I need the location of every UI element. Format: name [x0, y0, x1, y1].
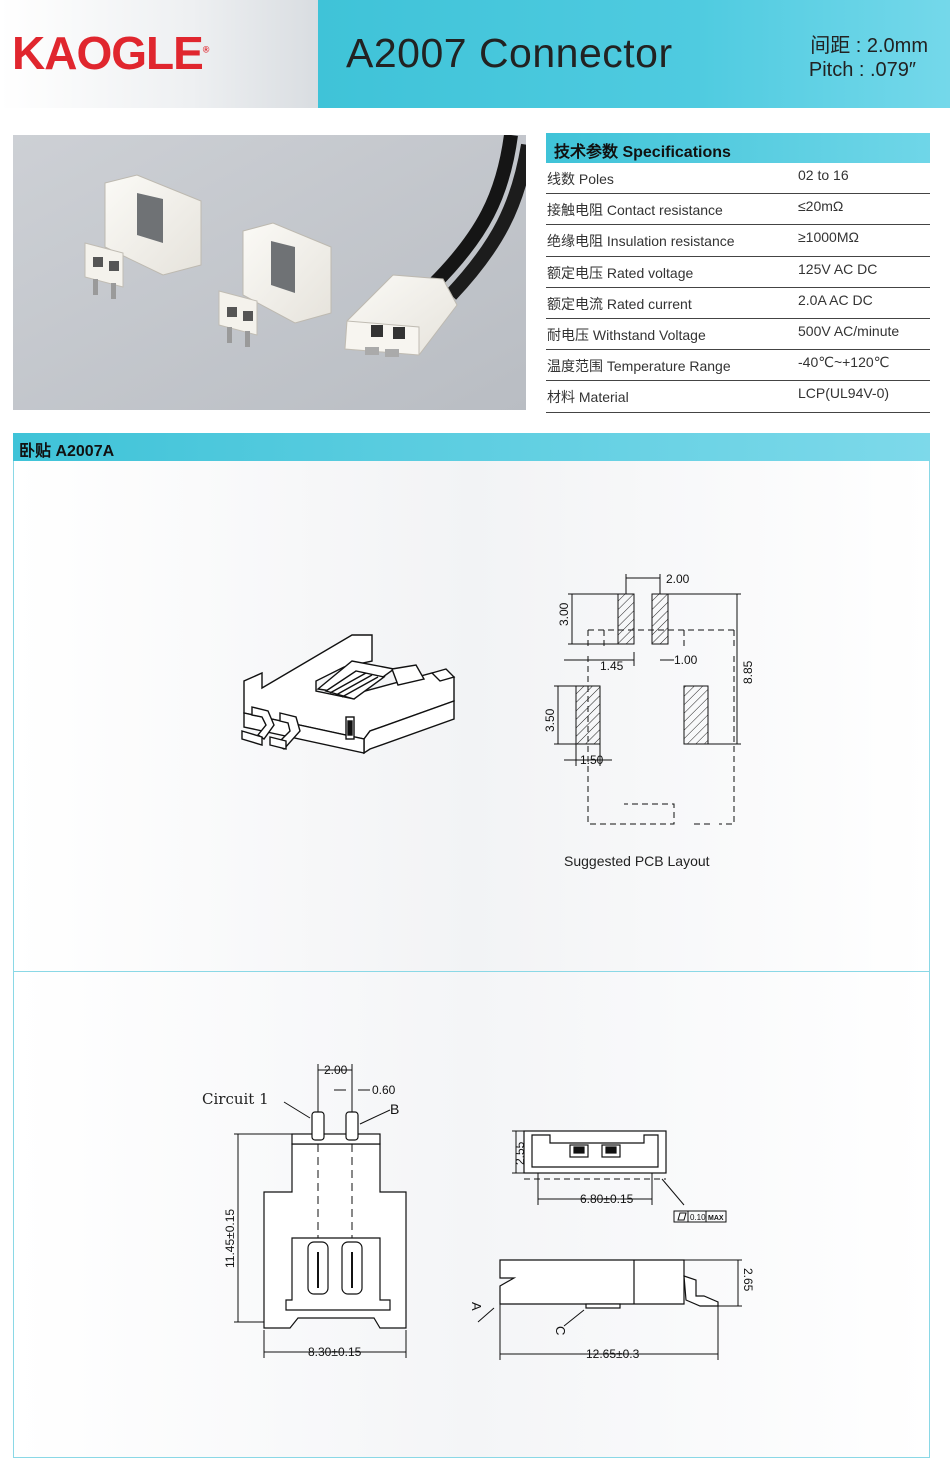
spec-value: 500V AC/minute [798, 322, 900, 339]
spec-value: 125V AC DC [798, 260, 878, 277]
spec-label: 材料 Material [547, 389, 629, 406]
front-view-drawing: 2.00 0.60 Circuit 1 B 11.45±0.15 8.30±0.… [202, 1063, 407, 1359]
title-banner: A2007 Connector 间距 : 2.0mm Pitch : .079″ [318, 0, 950, 108]
connector-photo-1 [84, 174, 202, 299]
brand-name: KAOGLE [12, 27, 204, 79]
dim-front-width: 8.30±0.15 [308, 1345, 362, 1359]
product-photo-illustration [13, 135, 526, 410]
spec-label: 线数 Poles [547, 171, 614, 187]
dim-overall-height: 8.85 [741, 660, 755, 684]
dim-side-length: 12.65±0.3 [586, 1347, 640, 1361]
dim-top-width: 6.80±0.15 [580, 1192, 634, 1206]
spec-row: 耐电压 Withstand Voltage 500V AC/minute [546, 319, 930, 351]
spec-value: -40℃~+120℃ [798, 354, 890, 371]
dim-pin-width: 0.60 [372, 1083, 396, 1097]
flatness-value: 0.10 [690, 1213, 706, 1222]
side-view-drawing: A C 2.65 12.65±0.3 [469, 1259, 755, 1361]
spec-row: 绝缘电阻 Insulation resistance ≥1000MΩ [546, 225, 930, 257]
spec-value: 02 to 16 [798, 167, 849, 183]
spec-label: 耐电压 Withstand Voltage [547, 326, 706, 343]
dim-pad-length: 3.00 [557, 602, 571, 626]
spec-row: 接触电阻 Contact resistance ≤20mΩ [546, 194, 930, 226]
pitch-english: Pitch : .079″ [808, 59, 916, 81]
section-title: 卧贴 A2007A [13, 433, 930, 461]
brand-logo: KAOGLE® [12, 26, 210, 80]
spec-label: 温度范围 Temperature Range [547, 358, 731, 375]
registered-mark: ® [202, 44, 210, 55]
top-view-drawing: 2.55 6.80±0.15 0.10 MAX [512, 1130, 727, 1223]
spec-value: LCP(UL94V-0) [798, 385, 890, 402]
page-header: KAOGLE® A2007 Connector 间距 : 2.0mm Pitch… [0, 0, 950, 108]
circuit-1-label: Circuit 1 [202, 1090, 269, 1108]
spec-label: 绝缘电阻 Insulation resistance [547, 233, 735, 250]
dim-pitch: 2.00 [666, 572, 690, 586]
spec-value: ≤20mΩ [798, 198, 844, 215]
pcb-layout-caption: Suggested PCB Layout [564, 853, 710, 869]
dim-front-height: 11.45±0.15 [223, 1209, 237, 1268]
drawing-panel-2: 2.00 0.60 Circuit 1 B 11.45±0.15 8.30±0.… [13, 972, 930, 1458]
dim-side-pad-width: 1.50 [580, 753, 604, 767]
connector-photo-2 [218, 222, 332, 347]
housing-photo [344, 274, 458, 357]
specifications-table: 技术参数 Specifications 线数 Poles 02 to 16 接触电阻… [546, 133, 930, 413]
flatness-max: MAX [708, 1215, 724, 1222]
spec-row: 温度范围 Temperature Range -40℃~+120℃ [546, 350, 930, 382]
drawing-panel-1: 2.00 3.00 1.45 1.00 8.85 3.50 1.50 Sugge… [13, 461, 930, 972]
logo-area: KAOGLE® [0, 0, 318, 108]
dim-side-height: 2.65 [741, 1268, 755, 1292]
a-label: A [469, 1302, 484, 1311]
specifications-rows: 线数 Poles 02 to 16 接触电阻 Contact resistance ≤… [546, 163, 930, 413]
product-title: A2007 Connector [346, 30, 673, 76]
dim-front-pitch: 2.00 [324, 1063, 348, 1077]
isometric-connector-drawing [241, 634, 456, 755]
spec-row: 额定电流 Rated current 2.0A AC DC [546, 288, 930, 319]
specifications-title: 技术参数 Specifications [546, 133, 930, 163]
dim-pad-offset: 1.45 [600, 659, 624, 673]
product-photo [13, 135, 526, 410]
dim-top-height: 2.55 [513, 1141, 527, 1165]
b-label: B [390, 1101, 399, 1117]
spec-value: ≥1000MΩ [798, 229, 859, 246]
pcb-layout-drawing: 2.00 3.00 1.45 1.00 8.85 3.50 1.50 [543, 572, 755, 825]
spec-label: 接触电阻 Contact resistance [547, 202, 723, 219]
spec-row: 材料 Material LCP(UL94V-0) [546, 381, 930, 413]
pitch-chinese: 间距 : 2.0mm [810, 35, 928, 57]
spec-label: 额定电流 Rated current [547, 295, 692, 312]
spec-row: 额定电压 Rated voltage 125V AC DC [546, 257, 930, 288]
spec-label: 额定电压 Rated voltage [547, 264, 694, 281]
dim-side-pad-length: 3.50 [543, 708, 557, 732]
c-label: C [553, 1326, 568, 1335]
dim-pad-width: 1.00 [674, 653, 698, 667]
spec-row: 线数 Poles 02 to 16 [546, 163, 930, 195]
spec-value: 2.0A AC DC [798, 291, 873, 308]
